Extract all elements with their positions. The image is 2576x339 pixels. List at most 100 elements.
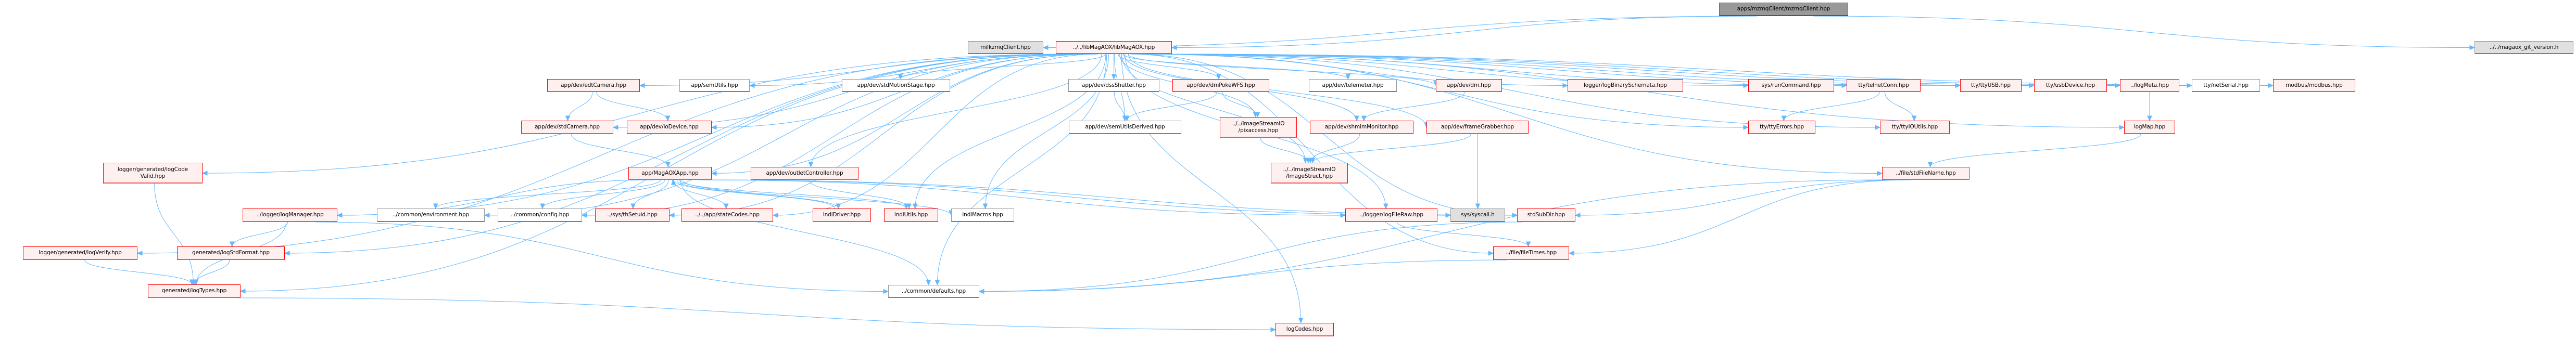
arrowhead-icon [581, 213, 587, 218]
edge-frameGrabber-to-ImageStruct [1312, 134, 1471, 163]
node-modbus[interactable]: modbus/modbus.hpp [2273, 79, 2355, 92]
node-run-command[interactable]: sys/runCommand.hpp [1748, 79, 1834, 92]
node-pixaccess[interactable]: ../../ImageStreamIO /pixaccess.hpp [1220, 117, 1297, 138]
node-outlet-controller[interactable]: app/dev/outletController.hpp [751, 167, 858, 180]
arrowhead-icon [2469, 45, 2476, 50]
arrowhead-icon [484, 213, 490, 218]
arrowhead-icon [1340, 213, 1346, 218]
edge-libMagAOX-to-logCodes [1121, 54, 1302, 323]
node-edt-camera[interactable]: app/dev/edtCamera.hpp [547, 79, 640, 92]
node-image-struct[interactable]: ../../ImageStreamIO /ImageStruct.hpp [1271, 163, 1348, 184]
arrowhead-icon [665, 115, 671, 122]
arrowhead-icon [1927, 162, 1933, 168]
node-mag-aoxapp[interactable]: app/MagAOXApp.hpp [628, 167, 712, 180]
node-indi-utils[interactable]: indiUtils.hpp [884, 208, 938, 222]
arrowhead-icon [1525, 241, 1531, 247]
edge-libMagAOX-to-frameGrabber [1128, 54, 1427, 128]
edge-MagAOXApp-to-environment [435, 179, 661, 209]
node-milkzmq[interactable]: milkzmqClient.hpp [968, 41, 1043, 54]
node-sem-utils[interactable]: app/semUtils.hpp [679, 79, 750, 92]
arrowhead-icon [1568, 251, 1574, 256]
arrowhead-icon [906, 203, 912, 210]
edge-stdFileName-to-defaults [979, 179, 1886, 292]
node-io-device[interactable]: app/dev/ioDevice.hpp [627, 121, 712, 134]
arrowhead-icon [1912, 115, 1917, 122]
node-log-codes[interactable]: logCodes.hpp [1276, 323, 1334, 336]
node-log-std-format[interactable]: generated/logStdFormat.hpp [177, 246, 285, 260]
node-tty-ioutils[interactable]: tty/ttyIOUtils.hpp [1880, 121, 1950, 134]
arrowhead-icon [1445, 213, 1451, 218]
edge-stdCamera-to-MagAOXApp [571, 134, 668, 167]
edge-libMagAOX-to-ImageStruct [1121, 54, 1306, 163]
node-log-verify[interactable]: logger/generated/logVerify.hpp [23, 246, 137, 260]
node-log-meta[interactable]: ../logMeta.hpp [2120, 79, 2179, 92]
node-frame-grabber[interactable]: app/dev/frameGrabber.hpp [1426, 121, 1529, 134]
edge-libMagAOX-to-dm [1128, 54, 1436, 86]
node-log-types[interactable]: generated/logTypes.hpp [148, 284, 241, 298]
node-std-file-name[interactable]: ../file/stdFileName.hpp [1882, 167, 1969, 180]
node-log-binary-schemata[interactable]: logger/logBinarySchemata.hpp [1568, 79, 1683, 92]
node-std-camera[interactable]: app/dev/stdCamera.hpp [521, 121, 613, 134]
edge-fileTimes-to-defaults [979, 259, 1508, 292]
edge-libMagAOX-to-outletController [810, 54, 1102, 167]
edge-telnetConn-to-ttyIOUtils [1884, 92, 1915, 121]
edge-stdFileName-to-fileTimes [1569, 179, 1910, 254]
node-tty-usb[interactable]: tty/ttyUSB.hpp [1960, 79, 2022, 92]
node-usb-device[interactable]: tty/usbDevice.hpp [2034, 79, 2107, 92]
node-th-setuid[interactable]: ../sys/thSetuid.hpp [595, 208, 670, 222]
edge-dmPokeWFS-to-semUtilsDerived [1127, 92, 1218, 121]
arrowhead-icon [1383, 203, 1388, 210]
arrowhead-icon [201, 171, 208, 176]
arrowhead-icon [433, 203, 438, 210]
node-dm-poke-wfs[interactable]: app/dev/dmPokeWFS.hpp [1172, 79, 1269, 92]
node-log-manager[interactable]: ../logger/logManager.hpp [243, 208, 337, 222]
edge-stdFileName-to-stdSubDir [1575, 179, 1911, 216]
arrowhead-icon [2147, 115, 2152, 122]
node-defaults[interactable]: ../common/defaults.hpp [888, 285, 979, 298]
node-environment[interactable]: ../common/environment.hpp [377, 208, 485, 222]
node-file-times[interactable]: ../file/fileTimes.hpp [1493, 246, 1569, 260]
node-telnet-conn[interactable]: tty/telnetConn.hpp [1847, 79, 1921, 92]
arrowhead-icon [1255, 112, 1260, 118]
node-log-file-raw[interactable]: ../logger/logFileRaw.hpp [1345, 208, 1437, 222]
arrowhead-icon [1345, 74, 1351, 80]
node-state-codes[interactable]: ../../app/stateCodes.hpp [681, 208, 773, 222]
node-lib-mag-aox[interactable]: ../../libMagAOX/libMagAOX.hpp [1056, 41, 1172, 54]
node-config[interactable]: ../common/config.hpp [498, 208, 582, 222]
arrowhead-icon [711, 125, 717, 130]
edge-libMagAOX-to-fileTimes [1130, 54, 1494, 254]
node-mzmq-client[interactable]: apps/mzmqClient/mzmqClient.hpp [1719, 3, 1848, 16]
node-std-sub-dir[interactable]: stdSubDir.hpp [1517, 208, 1575, 222]
arrowhead-icon [192, 279, 198, 285]
node-gitver[interactable]: ../../magaox_git_version.h [2474, 41, 2573, 54]
edge-libMagAOX-to-logMeta [1155, 54, 2120, 86]
node-tty-errors[interactable]: tty/ttyErrors.hpp [1748, 121, 1815, 134]
edge-logVerify-to-logTypes [84, 259, 193, 285]
edge-logManager-to-logStdFormat [232, 221, 288, 247]
edge-libMagAOX-to-defaults [937, 54, 1107, 285]
node-dm[interactable]: app/dev/dm.hpp [1436, 79, 1502, 92]
arrowhead-icon [1574, 213, 1581, 218]
node-sem-utils-derived[interactable]: app/dev/semUtilsDerived.hpp [1069, 121, 1181, 134]
node-telemeter[interactable]: app/dev/telemeter.hpp [1309, 79, 1397, 92]
node-syscall[interactable]: sys/syscall.h [1450, 208, 1505, 222]
edge-logManager-to-defaults [315, 221, 889, 292]
node-dss-shutter[interactable]: app/dev/dssShutter.hpp [1068, 79, 1159, 92]
edge-mzmqClient-to-libMagAOX [1171, 16, 1757, 48]
edge-edtCamera-to-ioDevice [596, 92, 668, 121]
edge-libMagAOX-to-ttyIOUtils [1146, 54, 1880, 128]
node-shmim-monitor[interactable]: app/dev/shmimMonitor.hpp [1310, 121, 1413, 134]
node-indi-macros[interactable]: indiMacros.hpp [951, 208, 1014, 222]
arrowhead-icon [1111, 74, 1117, 80]
node-log-code-valid[interactable]: logger/generated/logCode Valid.hpp [103, 163, 203, 184]
node-net-serial[interactable]: tty/netSerial.hpp [2192, 79, 2260, 92]
node-log-map[interactable]: logMap.hpp [2124, 121, 2175, 134]
arrowhead-icon [711, 171, 717, 176]
edge-mzmqClient-to-milkzmq [1043, 16, 1753, 48]
node-indi-driver[interactable]: indiDriver.hpp [813, 208, 871, 222]
edge-logStdFormat-to-logTypes [194, 259, 230, 285]
arrowhead-icon [665, 162, 671, 168]
arrowhead-icon [1743, 83, 1749, 88]
node-std-motion-stage[interactable]: app/dev/stdMotionStage.hpp [842, 79, 950, 92]
edge-edtCamera-to-stdCamera [567, 92, 593, 121]
